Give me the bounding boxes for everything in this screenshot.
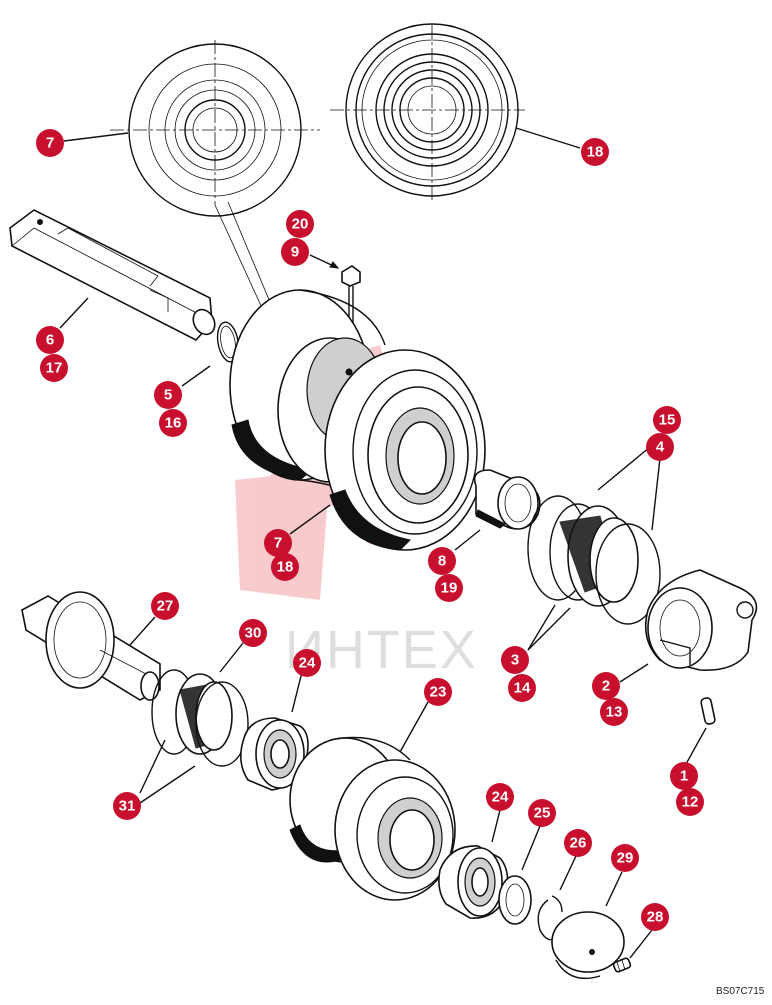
callout-29[interactable]: 29 (611, 844, 639, 872)
part-24-bearing-right (438, 845, 509, 919)
callout-12[interactable]: 12 (676, 788, 704, 816)
callout-4[interactable]: 4 (646, 433, 674, 461)
callout-18-middle[interactable]: 18 (271, 553, 299, 581)
callout-label: 25 (534, 805, 551, 822)
callout-label: 29 (617, 850, 634, 867)
callout-label: 19 (441, 580, 458, 597)
callout-label: 24 (492, 789, 509, 806)
callout-label: 3 (511, 652, 519, 669)
part-28-plug (612, 957, 632, 973)
callout-24-right[interactable]: 24 (486, 783, 514, 811)
callout-label: 16 (165, 415, 182, 432)
drawing-code: BS07C715 (716, 986, 765, 997)
callout-6[interactable]: 6 (36, 326, 64, 354)
part-23-roller (289, 736, 456, 901)
callout-7-middle[interactable]: 7 (264, 529, 292, 557)
callout-label: 8 (438, 553, 446, 570)
part-25-washer (498, 875, 532, 925)
callout-8[interactable]: 8 (428, 547, 456, 575)
part-24-bearing-left (240, 717, 309, 791)
callout-label: 30 (245, 625, 262, 642)
part-30-seal-set (151, 669, 249, 767)
callout-9[interactable]: 9 (281, 238, 309, 266)
callout-label: 13 (606, 704, 623, 721)
part-8-bushing (473, 469, 541, 530)
callout-28[interactable]: 28 (641, 903, 669, 931)
callout-31[interactable]: 31 (113, 792, 141, 820)
part-7-end-view (110, 40, 320, 217)
callout-17[interactable]: 17 (40, 354, 68, 382)
callout-23[interactable]: 23 (424, 678, 452, 706)
callout-label: 12 (682, 794, 699, 811)
callout-1[interactable]: 1 (670, 762, 698, 790)
callout-20[interactable]: 20 (286, 210, 314, 238)
callout-13[interactable]: 13 (600, 698, 628, 726)
callout-label: 5 (164, 387, 172, 404)
callout-24-left[interactable]: 24 (293, 649, 321, 677)
callout-label: 24 (299, 655, 316, 672)
part-3-seal-group (527, 495, 661, 625)
part-7-roller-assembly (229, 289, 486, 551)
callout-25[interactable]: 25 (528, 799, 556, 827)
callout-label: 1 (680, 768, 688, 785)
callout-label: 26 (570, 835, 587, 852)
callout-label: 9 (291, 244, 299, 261)
callout-label: 27 (157, 598, 174, 615)
part-6-shaft (9, 209, 216, 341)
callout-18-top[interactable]: 18 (581, 138, 609, 166)
callout-5[interactable]: 5 (154, 381, 182, 409)
callout-label: 7 (46, 135, 54, 152)
callout-label: 14 (514, 680, 531, 697)
leader-lines (59, 127, 707, 959)
callout-label: 6 (46, 332, 54, 349)
callout-label: 2 (602, 678, 610, 695)
callout-label: 4 (656, 439, 665, 456)
callout-16[interactable]: 16 (159, 409, 187, 437)
callout-19[interactable]: 19 (435, 574, 463, 602)
callout-label: 20 (292, 216, 309, 233)
callout-15[interactable]: 15 (653, 406, 681, 434)
callout-3[interactable]: 3 (501, 646, 529, 674)
callout-label: 18 (277, 559, 294, 576)
part-2-end-collar (644, 569, 758, 671)
callout-label: 18 (587, 144, 604, 161)
callout-label: 15 (659, 412, 676, 429)
callout-30[interactable]: 30 (239, 619, 267, 647)
callout-label: 7 (274, 535, 282, 552)
callout-2[interactable]: 2 (592, 672, 620, 700)
part-29-end-cap (551, 911, 625, 980)
callout-27[interactable]: 27 (151, 592, 179, 620)
callout-label: 31 (119, 798, 136, 815)
callout-label: 28 (647, 909, 664, 926)
callout-label: 17 (46, 360, 63, 377)
callout-7-top[interactable]: 7 (36, 129, 64, 157)
part-1-pin (700, 697, 716, 725)
callout-26[interactable]: 26 (564, 829, 592, 857)
part-18-end-view (330, 23, 525, 200)
callout-label: 23 (430, 684, 447, 701)
part-27-flanged-shaft (21, 591, 161, 701)
callout-14[interactable]: 14 (508, 674, 536, 702)
